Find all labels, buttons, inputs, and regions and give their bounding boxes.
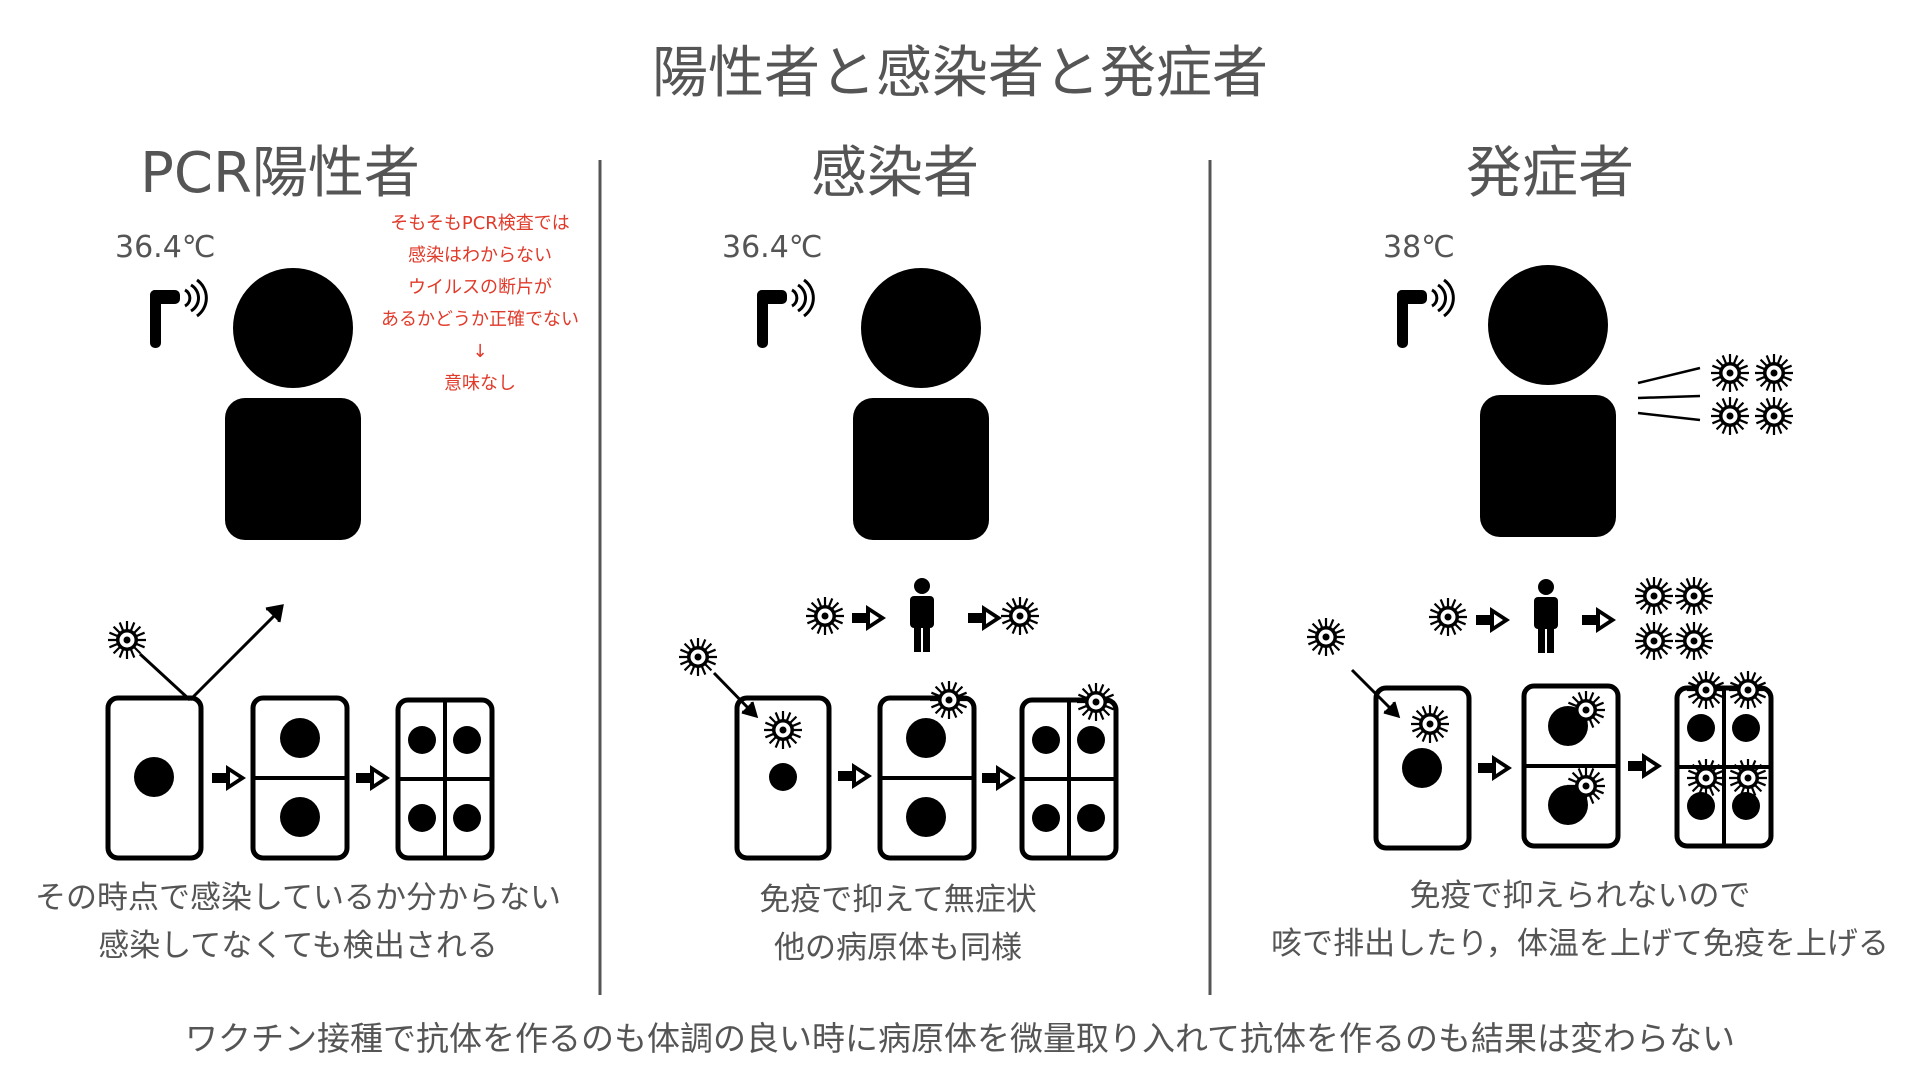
arrow-icon [1478,755,1512,781]
arrow-icon [968,605,1002,631]
nucleus [280,718,320,758]
caption-pcr-positive: その時点で感染しているか分からない 感染してなくても検出される [0,874,618,970]
caption-symptomatic: 免疫で抑えられないので 咳で排出したり，体温を上げて免疫を上げる [1260,872,1900,968]
arrow-icon [1582,607,1616,633]
note-line: あるかどうか正確でない [381,309,579,330]
virus-icon [1565,689,1607,731]
caption-line: 咳で排出したり，体温を上げて免疫を上げる [1271,926,1889,962]
nucleus [280,797,320,837]
virus-icon [762,709,804,751]
temperature-readout-infected: 36.4℃ [722,230,823,265]
virus-icon [1633,620,1675,662]
footer-text: ワクチン接種で抗体を作るのも体調の良い時に病原体を微量取り入れて抗体を作るのも結… [184,1019,1735,1058]
arrow-icon [838,763,872,789]
arrow-icon [1476,607,1510,633]
virus-icon [1633,575,1675,617]
caption-line: その時点で感染しているか分からない [34,880,562,916]
virus-icon [1673,575,1715,617]
virus-icon [1673,620,1715,662]
virus-icon [928,679,970,721]
person-icon [910,578,934,652]
note-line: 意味なし [444,373,516,394]
infection-arrow [1350,668,1401,719]
virus-icon [1753,352,1795,394]
virus-icon [999,595,1041,637]
arrow-icon [852,605,886,631]
caption-line: 免疫で抑えられないので [1409,878,1751,914]
pcr-note: そもそもPCR検査では 感染はわからない ウイルスの断片が あるかどうか正確でな… [350,208,610,400]
thermometer-icon [148,278,208,350]
nucleus [134,757,174,797]
virus-icon [1075,681,1117,723]
virus-icon [1565,765,1607,807]
bounce-arrow [138,604,284,702]
virus-icon [677,636,719,678]
person-icon [1480,265,1616,537]
arrow-icon [212,765,246,791]
person-icon [1534,579,1558,653]
note-line: ウイルスの断片が [408,277,552,298]
note-line: 感染はわからない [408,245,552,266]
caption-line: 免疫で抑えて無症状 [759,882,1037,918]
arrow-icon [1628,753,1662,779]
arrow-icon [982,765,1016,791]
person-icon [853,268,989,540]
cell-icon [734,695,832,861]
arrow-icon [356,765,390,791]
virus-icon [1427,596,1469,638]
thermometer-icon [1395,278,1455,350]
virus-icon [1305,616,1347,658]
caption-line: 感染してなくても検出される [98,928,498,964]
virus-icon [1409,703,1451,745]
column-heading-symptomatic: 発症者 [1466,141,1634,206]
temperature-readout-symptomatic: 38℃ [1383,230,1455,265]
virus-icon [1685,757,1727,799]
virus-icon [1727,757,1769,799]
note-line: ↓ [472,341,488,362]
cough-lines [1637,366,1701,422]
virus-icon [1685,669,1727,711]
virus-icon [804,595,846,637]
person-icon [225,268,361,540]
virus-icon [106,619,148,661]
virus-icon [1727,669,1769,711]
virus-icon [1753,395,1795,437]
temperature-readout-pcr: 36.4℃ [115,230,216,265]
note-line: そもそもPCR検査では [390,213,570,234]
column-heading-pcr-positive: PCR陽性者 [140,141,420,206]
cell-icon [105,695,204,861]
column-heading-infected: 感染者 [811,141,979,206]
cell-icon [1373,685,1472,851]
virus-icon [1709,352,1751,394]
page-title: 陽性者と感染者と発症者 [652,41,1268,106]
caption-infected: 免疫で抑えて無症状 他の病原体も同様 [578,876,1218,972]
thermometer-icon [755,278,815,350]
caption-line: 他の病原体も同様 [774,930,1022,966]
nucleus [1402,748,1442,788]
virus-icon [1709,395,1751,437]
nucleus [769,763,797,791]
infection-arrow [712,671,759,719]
